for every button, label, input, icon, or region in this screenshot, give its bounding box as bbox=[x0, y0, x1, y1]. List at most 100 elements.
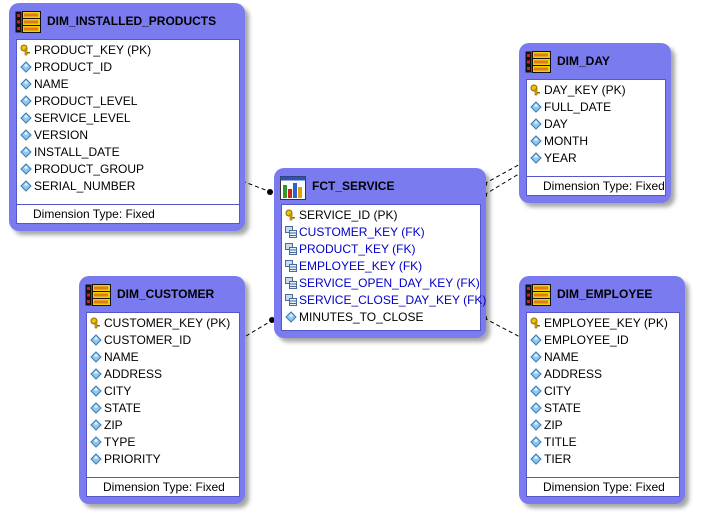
attribute-label: STATE bbox=[544, 401, 581, 415]
diamond-icon bbox=[90, 334, 102, 346]
attribute-row[interactable]: ADDRESS bbox=[87, 366, 239, 383]
attribute-row[interactable]: VERSION bbox=[17, 127, 239, 144]
attribute-label: PRIORITY bbox=[104, 452, 161, 466]
attribute-row[interactable]: MINUTES_TO_CLOSE bbox=[282, 309, 480, 326]
attribute-label: CUSTOMER_KEY (PK) bbox=[104, 316, 231, 330]
attribute-label: SERVICE_LEVEL bbox=[34, 111, 131, 125]
key-icon bbox=[530, 317, 542, 329]
diamond-icon bbox=[530, 152, 542, 164]
diamond-icon bbox=[90, 351, 102, 363]
attribute-label: CITY bbox=[104, 384, 132, 398]
attribute-row[interactable]: PRODUCT_KEY (FK) bbox=[282, 241, 480, 258]
attribute-row[interactable]: SERVICE_ID (PK) bbox=[282, 207, 480, 224]
dimension-type-label: Dimension Type: Fixed bbox=[527, 477, 679, 496]
attribute-row[interactable]: PRODUCT_LEVEL bbox=[17, 93, 239, 110]
attribute-row[interactable]: ZIP bbox=[87, 417, 239, 434]
diamond-icon bbox=[20, 78, 32, 90]
attribute-row[interactable]: MONTH bbox=[527, 133, 665, 150]
attribute-label: PRODUCT_ID bbox=[34, 60, 113, 74]
attribute-label: EMPLOYEE_KEY (FK) bbox=[299, 259, 423, 273]
attribute-row[interactable]: STATE bbox=[87, 400, 239, 417]
attribute-row[interactable]: INSTALL_DATE bbox=[17, 144, 239, 161]
entity-dim-employee[interactable]: DIM_EMPLOYEE EMPLOYEE_KEY (PK) EMPLOYEE_I… bbox=[519, 276, 685, 504]
attribute-row[interactable]: DAY_KEY (PK) bbox=[527, 82, 665, 99]
attribute-label: STATE bbox=[104, 401, 141, 415]
attribute-row[interactable]: NAME bbox=[527, 349, 679, 366]
entity-header[interactable]: FCT_SERVICE bbox=[274, 168, 486, 204]
attribute-row[interactable]: SERVICE_OPEN_DAY_KEY (FK) bbox=[282, 275, 480, 292]
attribute-label: EMPLOYEE_KEY (PK) bbox=[544, 316, 668, 330]
key-icon bbox=[90, 317, 102, 329]
diamond-icon bbox=[90, 368, 102, 380]
attribute-row[interactable]: FULL_DATE bbox=[527, 99, 665, 116]
attribute-row[interactable]: PRODUCT_GROUP bbox=[17, 161, 239, 178]
diamond-icon bbox=[285, 311, 297, 323]
attribute-label: PRODUCT_LEVEL bbox=[34, 94, 138, 108]
attribute-row[interactable]: ZIP bbox=[527, 417, 679, 434]
entity-header[interactable]: DIM_DAY bbox=[519, 43, 671, 79]
attribute-row[interactable]: EMPLOYEE_KEY (FK) bbox=[282, 258, 480, 275]
entity-header[interactable]: DIM_CUSTOMER bbox=[79, 276, 245, 312]
fk-icon bbox=[285, 243, 297, 255]
attribute-row[interactable]: PRIORITY bbox=[87, 451, 239, 468]
attribute-row[interactable]: TIER bbox=[527, 451, 679, 468]
rel-day-fact-open bbox=[483, 162, 523, 185]
attribute-row[interactable]: STATE bbox=[527, 400, 679, 417]
attribute-list: SERVICE_ID (PK) CUSTOMER_KEY (FK)PRODUCT_… bbox=[282, 207, 486, 326]
attribute-row[interactable]: PRODUCT_ID bbox=[17, 59, 239, 76]
attribute-row[interactable]: CITY bbox=[527, 383, 679, 400]
attribute-label: PRODUCT_KEY (FK) bbox=[299, 242, 416, 256]
attribute-label: TITLE bbox=[544, 435, 577, 449]
fk-icon bbox=[285, 294, 297, 306]
attribute-row[interactable]: EMPLOYEE_ID bbox=[527, 332, 679, 349]
attribute-label: SERVICE_CLOSE_DAY_KEY (FK) bbox=[299, 293, 487, 307]
attribute-row[interactable]: DAY bbox=[527, 116, 665, 133]
attribute-row[interactable]: PRODUCT_KEY (PK) bbox=[17, 42, 239, 59]
attribute-label: SERVICE_OPEN_DAY_KEY (FK) bbox=[299, 276, 480, 290]
diamond-icon bbox=[530, 101, 542, 113]
attribute-label: ZIP bbox=[544, 418, 563, 432]
attribute-row[interactable]: CUSTOMER_KEY (PK) bbox=[87, 315, 239, 332]
entity-title: DIM_EMPLOYEE bbox=[557, 287, 653, 301]
entity-body: SERVICE_ID (PK) CUSTOMER_KEY (FK)PRODUCT_… bbox=[281, 204, 486, 331]
attribute-row[interactable]: NAME bbox=[87, 349, 239, 366]
attribute-row[interactable]: SERIAL_NUMBER bbox=[17, 178, 239, 195]
attribute-label: ADDRESS bbox=[104, 367, 163, 381]
attribute-label: NAME bbox=[104, 350, 139, 364]
entity-dim-customer[interactable]: DIM_CUSTOMER CUSTOMER_KEY (PK) CUSTOMER_I… bbox=[79, 276, 245, 504]
diamond-icon bbox=[530, 436, 542, 448]
attribute-row[interactable]: CUSTOMER_ID bbox=[87, 332, 239, 349]
attribute-row[interactable]: SERVICE_LEVEL bbox=[17, 110, 239, 127]
attribute-row[interactable]: CITY bbox=[87, 383, 239, 400]
fk-icon bbox=[285, 277, 297, 289]
key-icon bbox=[530, 84, 542, 96]
attribute-row[interactable]: YEAR bbox=[527, 150, 665, 167]
dimension-table-icon bbox=[525, 284, 551, 309]
dimension-table-icon bbox=[15, 11, 41, 36]
attribute-row[interactable]: EMPLOYEE_KEY (PK) bbox=[527, 315, 679, 332]
attribute-label: MINUTES_TO_CLOSE bbox=[299, 310, 424, 324]
attribute-row[interactable]: TYPE bbox=[87, 434, 239, 451]
fk-icon bbox=[285, 226, 297, 238]
fk-icon bbox=[285, 260, 297, 272]
entity-dim-installed-products[interactable]: DIM_INSTALLED_PRODUCTS PRODUCT_KEY (PK)P… bbox=[9, 3, 245, 231]
attribute-row[interactable]: SERVICE_CLOSE_DAY_KEY (FK) bbox=[282, 292, 486, 309]
attribute-row[interactable]: TITLE bbox=[527, 434, 679, 451]
attribute-row[interactable]: NAME bbox=[17, 76, 239, 93]
dimension-type-label: Dimension Type: Fixed bbox=[17, 204, 239, 223]
attribute-label: EMPLOYEE_ID bbox=[544, 333, 629, 347]
attribute-label: SERVICE_ID (PK) bbox=[299, 208, 398, 222]
entity-header[interactable]: DIM_INSTALLED_PRODUCTS bbox=[9, 3, 245, 39]
diamond-icon bbox=[90, 436, 102, 448]
attribute-row[interactable]: ADDRESS bbox=[527, 366, 679, 383]
entity-header[interactable]: DIM_EMPLOYEE bbox=[519, 276, 685, 312]
entity-fct-service[interactable]: FCT_SERVICE SERVICE_ID (PK) CUSTOMER_KEY … bbox=[274, 168, 486, 338]
attribute-row[interactable]: CUSTOMER_KEY (FK) bbox=[282, 224, 480, 241]
